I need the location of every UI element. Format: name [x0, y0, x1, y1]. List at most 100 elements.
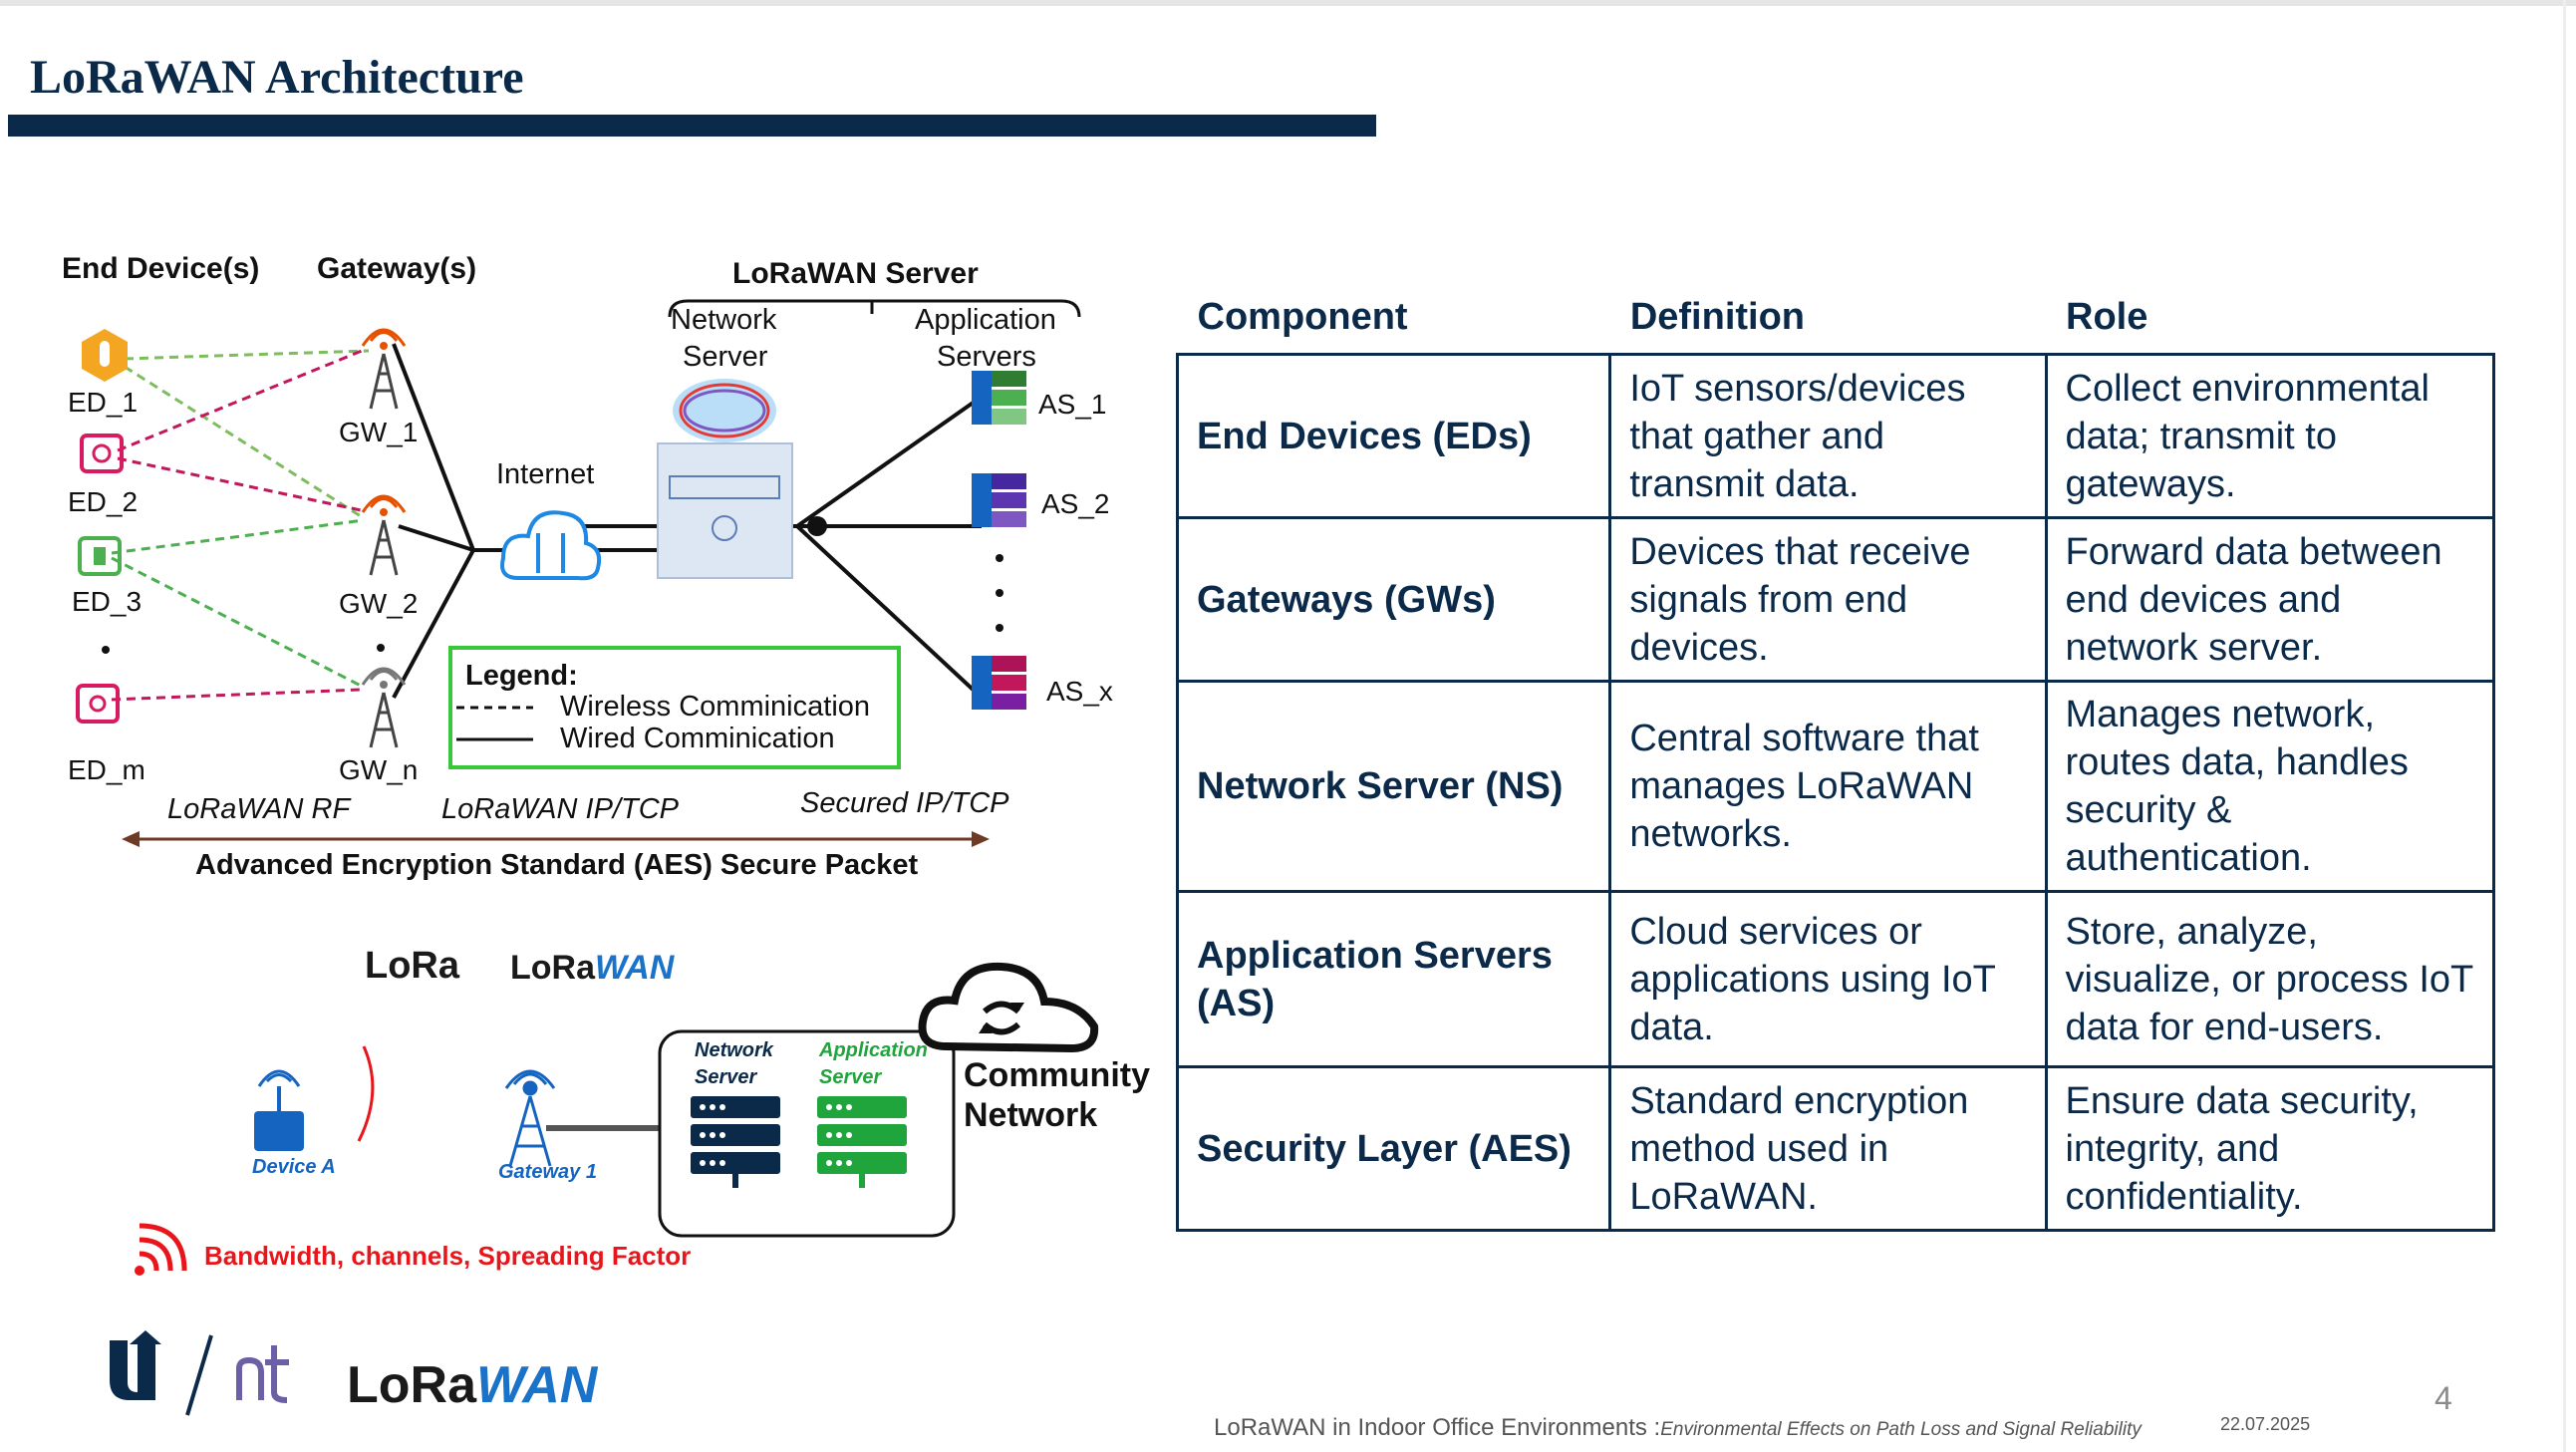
network-server-label-2: Server — [683, 341, 768, 373]
signal-arc — [357, 1045, 375, 1142]
ns-label-2: Server — [695, 1066, 757, 1088]
right-divider — [2563, 0, 2566, 1452]
asx-server-icon — [972, 656, 1026, 710]
wifi-signal-icon — [135, 1223, 187, 1276]
device-a-label: Device A — [252, 1156, 336, 1178]
architecture-diagram — [76, 299, 1081, 847]
component-cell: End Devices (EDs) — [1175, 353, 1612, 519]
network-server-icon — [657, 379, 793, 579]
as-label-2: Server — [819, 1066, 882, 1088]
gateways-header: Gateway(s) — [317, 252, 477, 285]
components-table: Component Definition Role End Devices (E… — [1175, 296, 2496, 1232]
lorawan-topology-diagram — [135, 962, 1099, 1276]
role-cell: Manages network, routes data, handles se… — [2044, 680, 2496, 893]
component-cell: Security Layer (AES) — [1175, 1065, 1612, 1232]
table-row: Application Servers (AS) Cloud services … — [1175, 890, 2496, 1068]
edm-label: ED_m — [68, 754, 145, 785]
secured-iptcp-label: Secured IP/TCP — [800, 787, 1009, 819]
as1-server-icon — [972, 371, 1026, 425]
role-cell: Ensure data security, integrity, and con… — [2044, 1065, 2496, 1232]
internet-label: Internet — [496, 458, 595, 490]
header-component: Component — [1197, 296, 1408, 338]
bandwidth-note: Bandwidth, channels, Spreading Factor — [204, 1241, 692, 1271]
legend-box — [448, 646, 901, 769]
footer-title: LoRaWAN in Indoor Office Environments :E… — [1214, 1414, 2142, 1441]
table-row: Network Server (NS) Central software tha… — [1175, 680, 2496, 893]
device-a-icon — [254, 1069, 304, 1151]
university-logos — [110, 1330, 289, 1416]
server-bracket — [668, 299, 1081, 318]
component-cell: Gateways (GWs) — [1175, 516, 1612, 683]
network-server-rack-icon — [691, 1096, 780, 1188]
slide-title: LoRaWAN Architecture — [30, 51, 524, 104]
application-servers-label: Application — [915, 304, 1056, 336]
ed2-chip-icon — [80, 434, 124, 473]
gateway-1-label: Gateway 1 — [498, 1161, 597, 1183]
definition-cell: IoT sensors/devices that gather and tran… — [1608, 353, 2048, 519]
ed3-label: ED_3 — [72, 586, 143, 617]
aes-arrow — [122, 831, 990, 847]
role-cell: Forward data between end devices and net… — [2044, 516, 2496, 683]
end-devices-header: End Device(s) — [62, 252, 260, 285]
ns-label-1: Network — [695, 1039, 773, 1061]
community-cloud-icon — [918, 962, 1099, 1053]
definition-cell: Devices that receive signals from end de… — [1608, 516, 2048, 683]
header-role: Role — [2066, 296, 2148, 338]
definition-cell: Central software that manages LoRaWAN ne… — [1608, 680, 2048, 893]
ellipsis-dot — [377, 644, 385, 652]
ed1-label: ED_1 — [68, 387, 139, 418]
logo-divider — [185, 1334, 213, 1416]
component-cell: Network Server (NS) — [1175, 680, 1612, 893]
gwn-label: GW_n — [339, 754, 419, 785]
gw1-tower-icon — [361, 328, 407, 410]
gw1-label: GW_1 — [339, 417, 419, 447]
ellipsis-dot — [996, 589, 1003, 597]
ellipsis-dot — [996, 554, 1003, 562]
legend-title: Legend: — [465, 660, 578, 692]
ellipsis-dot — [996, 624, 1003, 632]
as2-server-icon — [972, 473, 1026, 527]
university-logo-icon — [110, 1330, 161, 1400]
footer-date: 22.07.2025 — [2220, 1414, 2311, 1434]
junction-node — [807, 516, 827, 536]
page-number: 4 — [2434, 1380, 2452, 1416]
role-cell: Store, analyze, visualize, or process Io… — [2044, 890, 2496, 1068]
edm-chip-icon — [76, 684, 120, 724]
role-cell: Collect environmental data; transmit to … — [2044, 353, 2496, 519]
community-network-label-1: Community — [964, 1056, 1150, 1094]
gwn-tower-icon — [361, 667, 407, 748]
lorawan-rf-label: LoRaWAN RF — [167, 793, 351, 825]
ed1-sensor-icon — [82, 329, 128, 382]
lorawan-iptcp-label: LoRaWAN IP/TCP — [441, 793, 679, 825]
top-divider — [0, 0, 2576, 6]
table-row: Security Layer (AES) Standard encryption… — [1175, 1065, 2496, 1232]
wireless-links — [111, 347, 370, 702]
definition-cell: Standard encryption method used in LoRaW… — [1608, 1065, 2048, 1232]
header-definition: Definition — [1629, 296, 1806, 338]
ed3-chip-icon — [78, 536, 122, 576]
department-logo-icon — [236, 1345, 289, 1403]
lorawan-logo-large: LoRaWAN — [347, 1356, 598, 1414]
lora-logo: LoRa — [365, 945, 459, 987]
definition-cell: Cloud services or applications using IoT… — [1608, 890, 2048, 1068]
gateway-1-icon — [504, 1069, 556, 1167]
component-cell: Application Servers (AS) — [1175, 890, 1612, 1068]
legend-wireless: Wireless Comminication — [560, 691, 871, 723]
table-header-row: Component Definition Role — [1178, 296, 2494, 355]
network-server-label: Network — [671, 304, 777, 336]
as1-label: AS_1 — [1038, 389, 1107, 420]
internet-cloud-icon — [500, 510, 602, 581]
community-network-label-2: Network — [964, 1096, 1098, 1134]
table-row: End Devices (EDs) IoT sensors/devices th… — [1175, 353, 2496, 519]
aes-packet-label: Advanced Encryption Standard (AES) Secur… — [195, 849, 919, 881]
as-label-1: Application — [819, 1039, 928, 1061]
table-row: Gateways (GWs) Devices that receive sign… — [1175, 516, 2496, 683]
ellipsis-dot — [102, 646, 110, 654]
lorawan-logo-small: LoRaWAN — [510, 949, 675, 987]
asx-label: AS_x — [1046, 676, 1113, 707]
legend-wired: Wired Comminication — [560, 723, 835, 754]
application-servers-label-2: Servers — [937, 341, 1036, 373]
title-underline-bar — [8, 115, 1376, 137]
ed2-label: ED_2 — [68, 486, 139, 517]
gw2-tower-icon — [361, 494, 407, 576]
